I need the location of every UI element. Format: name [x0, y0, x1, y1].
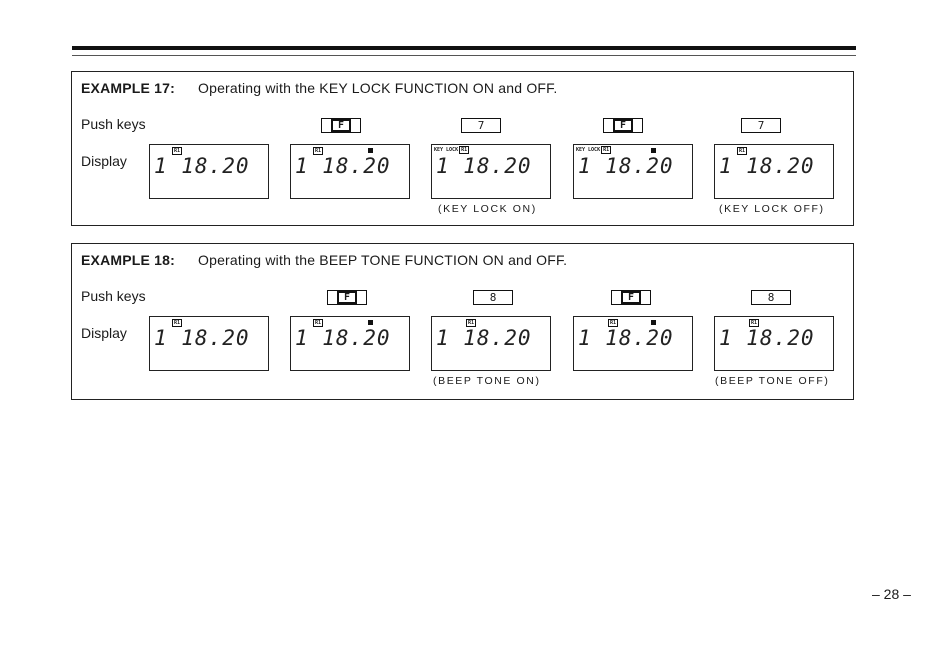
lcd-display-5: R1 1 18.20: [714, 316, 834, 371]
push-keys-label: Push keys: [81, 116, 146, 132]
display-label: Display: [81, 325, 127, 341]
example-17-box: EXAMPLE 17: Operating with the KEY LOCK …: [71, 71, 854, 226]
lcd-reading: 1 18.20: [578, 154, 674, 178]
lcd-display-4: R1 1 18.20: [573, 316, 693, 371]
r1-indicator: R1: [313, 319, 324, 327]
key-7-2: 7: [741, 118, 781, 133]
example-18-heading: EXAMPLE 18: Operating with the BEEP TONE…: [81, 252, 567, 268]
lcd-reading: 1 18.20: [578, 326, 674, 350]
caption-key-lock-on: (KEY LOCK ON): [438, 203, 537, 215]
page-number: – 28 –: [872, 586, 911, 602]
key-f-2: F: [611, 290, 651, 305]
lcd-reading: 1 18.20: [295, 154, 391, 178]
lcd-reading: 1 18.20: [436, 326, 532, 350]
header-rule-thick: [72, 46, 856, 50]
lcd-reading: 1 18.20: [295, 326, 391, 350]
r1-indicator: R1: [313, 147, 324, 155]
f-indicator-icon: [651, 320, 656, 325]
lcd-display-1: R1 1 18.20: [149, 316, 269, 371]
lcd-reading: 1 18.20: [436, 154, 532, 178]
lcd-display-1: R1 1 18.20: [149, 144, 269, 199]
r1-indicator: R1: [172, 319, 183, 327]
lcd-reading: 1 18.20: [154, 154, 250, 178]
r1-indicator: R1: [466, 319, 477, 327]
example-18-box: EXAMPLE 18: Operating with the BEEP TONE…: [71, 243, 854, 400]
caption-key-lock-off: (KEY LOCK OFF): [719, 203, 825, 215]
lcd-reading: 1 18.20: [154, 326, 250, 350]
key-7-1: 7: [461, 118, 501, 133]
key-8-2: 8: [751, 290, 791, 305]
key-f-2: F: [603, 118, 643, 133]
key-f-1: F: [321, 118, 361, 133]
key-f-1: F: [327, 290, 367, 305]
f-indicator-icon: [368, 148, 373, 153]
example-18-label: EXAMPLE 18:: [81, 252, 175, 268]
f-indicator-icon: [368, 320, 373, 325]
lcd-reading: 1 18.20: [719, 154, 815, 178]
display-label: Display: [81, 153, 127, 169]
caption-beep-tone-off: (BEEP TONE OFF): [715, 375, 830, 387]
lcd-display-2: R1 1 18.20: [290, 316, 410, 371]
push-keys-label: Push keys: [81, 288, 146, 304]
example-17-title: Operating with the KEY LOCK FUNCTION ON …: [198, 80, 558, 96]
r1-indicator: R1: [749, 319, 760, 327]
r1-indicator: R1: [737, 147, 748, 155]
example-17-label: EXAMPLE 17:: [81, 80, 175, 96]
lcd-display-3: R1 1 18.20: [431, 316, 551, 371]
lcd-display-5: R1 1 18.20: [714, 144, 834, 199]
r1-indicator: R1: [172, 147, 183, 155]
r1-indicator: R1: [608, 319, 619, 327]
header-rule-thin: [72, 55, 856, 56]
lcd-display-2: R1 1 18.20: [290, 144, 410, 199]
caption-beep-tone-on: (BEEP TONE ON): [433, 375, 541, 387]
f-indicator-icon: [651, 148, 656, 153]
key-8-1: 8: [473, 290, 513, 305]
example-18-title: Operating with the BEEP TONE FUNCTION ON…: [198, 252, 568, 268]
example-17-heading: EXAMPLE 17: Operating with the KEY LOCK …: [81, 80, 557, 96]
lcd-reading: 1 18.20: [719, 326, 815, 350]
